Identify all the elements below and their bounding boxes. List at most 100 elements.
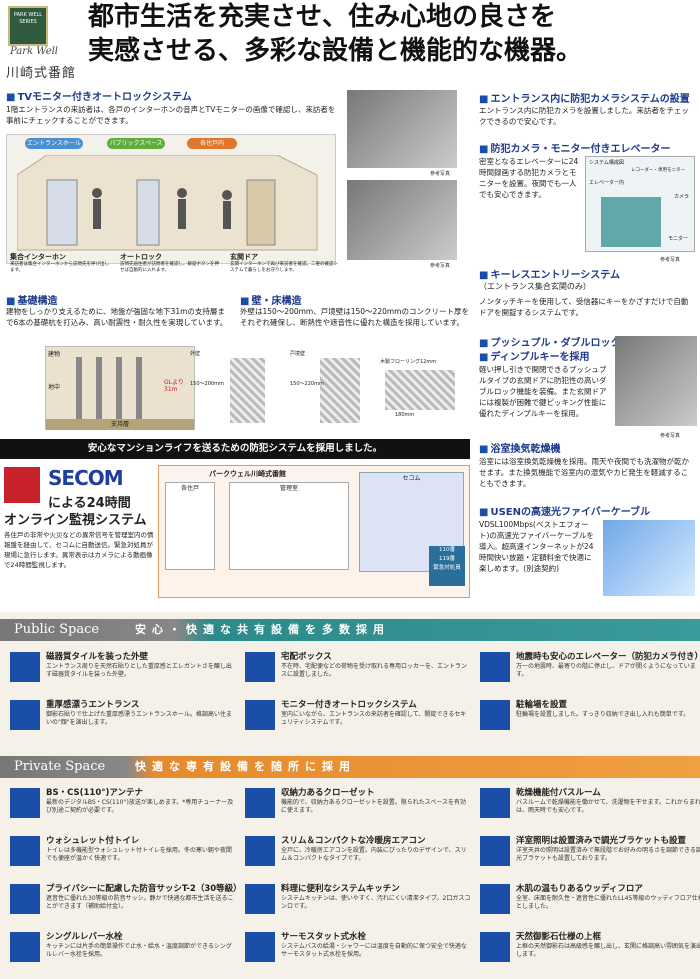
wall-label-party-thickness: 150〜220mm [290,381,324,387]
private-space-header: Private Space 快適な専有設備を随所に採用 [0,756,700,778]
private-space-jp: 快適な専有設備を随所に採用 [135,760,356,773]
public-space-jp: 安心・快適な共有設備を多数採用 [135,623,390,636]
photo-caption-1: 参考写真 [430,171,451,177]
tv-label-2: オートロック 訪問先居住者が訪問者を確認し、解錠ボタンを押せば自動的に入れます。 [120,252,220,274]
foundation-title: 基礎構造 [6,292,57,307]
wall-label-floor: 木製フローリング12mm [380,359,437,365]
private-item: プライバシーに配慮した防音サッシT-2（30等級）遮音性に優れた30等級の防音サ… [10,882,242,918]
closet-icon [245,788,275,818]
secom-diagram: パークウェル川崎式番館 各住戸 管理室 セコム 110番 119番 緊急対処員 [158,465,470,598]
private-item-title: スリム＆コンパクトな冷暖房エアコン [281,836,426,846]
keyless-text: ノンタッチキーを使用して、受信器にキーをかざすだけで自動ドアを開錠するシステムで… [479,297,689,317]
code-119: 119番 [439,556,455,562]
tv-label-1: 集合インターホン 来訪者は集合インターホンから訪問先を呼び出します。 [10,252,110,274]
bath-text: 浴室には浴室換気乾燥機を採用。雨天や夜間でも洗濯物が乾かせます。また換気機能で浴… [479,457,689,488]
private-item-desc: システムバスの給湯・シャワーには温度を自動的に保つ安全で快適なサーモスタット式水… [281,943,467,958]
facilities-panel [0,612,700,979]
bike-icon [480,700,510,730]
foundation-label-bearing: 支持層 [46,419,194,430]
foundation-text: 建物をしっかり支えるために、地盤が強固な地下31mの支持層まで6本の基礎杭を打込… [6,307,228,327]
elevator-title: 防犯カメラ・モニター付きエレベーター [479,140,670,155]
dimple-title1: プッシュプル・ダブルロックに [479,334,630,349]
private-item-desc: トイレは多機能型ウォシュレット付トイレを採用。冬の寒い朝や夜間でも便座が温かく快… [46,847,232,862]
air-con-icon [245,836,275,866]
wall-diagram: 外壁 150〜200mm 戸境壁 150〜220mm 木製フローリング12mm … [190,350,470,430]
code-110: 110番 [439,547,455,553]
tv-label-2-title: オートロック [120,253,162,261]
entrance-camera-title: エントランス内に防犯カメラシステムの設置 [479,90,689,105]
dimple-text: 軽い押し引きで開閉できるプッシュプルタイプの玄関ドアに防犯性の高いダブルロック機… [479,365,607,418]
wall-label-party: 戸境壁 [290,351,306,357]
door-photo [615,336,697,426]
secom-title1: による24時間 [48,496,131,511]
usen-text: VDSL100Mbps(ベストエフォート)の高速光ファイバーケーブルを導入。超高… [479,520,594,573]
pill-unit: 各住戸内 [187,138,237,149]
private-item-desc: システムキッチンは、使いやすく、汚れにくい清潔タイプ。2口ガスコンロです。 [281,895,471,910]
private-item-title: 収納力あるクローゼット [281,788,375,798]
private-item: サーモスタット式水栓システムバスの給湯・シャワーには温度を自動的に保つ安全で快適… [245,930,470,966]
private-item-title: BS・CS(110°)アンテナ [46,788,144,798]
elevator-photo [347,180,457,260]
dimple-caption: 参考写真 [660,433,681,439]
entrance-camera-photo [347,90,457,168]
tile-icon [10,652,40,682]
logo-line2: SERIES [19,19,37,25]
public-space-header: Public Space 安心・快適な共有設備を多数採用 [0,619,700,641]
tv-diagram: エントランスホール パブリックスペース 各住戸内 [6,134,336,264]
logo-line1: PARK WELL [13,12,43,18]
private-item-title: サーモスタット式水栓 [281,932,367,942]
tv-label-3-desc: 玄関インターホンで再び来訪者を確認。二重の確認システムで暮らしをお守りします。 [230,262,338,273]
public-item-title: 磁器質タイルを装った外壁 [46,652,149,662]
pill-public: パブリックスペース [107,138,165,149]
code-responder: 緊急対処員 [433,565,461,571]
photo-caption-2: 参考写真 [430,263,451,269]
light-icon [480,836,510,866]
party-wall [320,358,360,423]
outer-wall [230,358,265,423]
headline: 都市生活を充実させ、住み心地の良さを 実感させる、多彩な設備と機能的な機器。 [88,0,698,68]
public-item-desc: 万一の地震時、最寄りの階に停止し、ドアが開くようになっています。 [516,663,696,678]
private-item-desc: バスルームで乾燥機能を働かせて、洗濯物を干せます。これからまれは、雨天時でも安心… [516,799,700,814]
pile [116,357,122,419]
dimple-title2: ディンプルキーを採用 [479,348,589,363]
emergency-codes: 110番 119番 緊急対処員 [429,546,465,586]
usen-title: USENの高速光ファイバーケーブル [479,503,650,518]
entrance-camera-text: エントランス内に防犯カメラを設置しました。来訪者をチェックできるので安心です。 [479,106,689,126]
public-space-en: Public Space [14,622,100,637]
private-item-desc: 洋室天井の照明は設置済みで無段階でお好みの明るさを調節できる調光ブラケットも設置… [516,847,700,862]
foundation-label-depth: GLより31m [164,379,184,393]
photo-caption-3: 参考写真 [660,257,681,263]
--icon [245,884,275,914]
secom-text: 各住戸の非常や火災などの異常信号を管理室内の情報盤を経由して、セコムに自動送信。… [4,531,154,569]
foundation-diagram: 建物 地中 GLより31m 支持層 [45,346,195,430]
tv-label-1-title: 集合インターホン [10,253,66,261]
public-item: 地震時も安心のエレベーター（防犯カメラ付き）万一の地震時、最寄りの階に停止し、ド… [480,650,700,686]
wall-label-outer: 外壁 [190,351,201,357]
box-icon [245,652,275,682]
private-item: 収納力あるクローゼット機能的で、収納力あるクローゼットを設置。限られたスペースを… [245,786,470,822]
t-2-icon [10,884,40,914]
wall-label-slab: 180mm [395,412,415,418]
public-item-title: 宅配ボックス [281,652,332,662]
tv-title: TVモニター付きオートロックシステム [6,88,191,103]
private-item-title: ウォシュレット付トイレ [46,836,140,846]
secom-mark [4,467,40,503]
private-item: ウォシュレット付トイレトイレは多機能型ウォシュレット付トイレを採用。冬の寒い朝や… [10,834,235,870]
headline-line1: 都市生活を充実させ、住み心地の良さを [88,2,557,32]
elevator-diagram-monitor: モニター [668,236,689,242]
110-cs-icon [10,788,40,818]
private-item: 料理に便利なシステムキッチンシステムキッチンは、使いやすく、汚れにくい清潔タイプ… [245,882,470,918]
private-item: 洋室照明は設置済みで調光ブラケットも設置洋室天井の照明は設置済みで無段階でお好み… [480,834,700,870]
private-item: 乾燥機能付バスルームバスルームで乾燥機能を働かせて、洗濯物を干せます。これからま… [480,786,700,822]
elevator-diagram: システム構成図 エレベーター内 レコーダー・専用モニター カメラ モニター [585,156,695,252]
private-item-desc: 全戸に、冷暖房エアコンを設置。内装にぴったりのデザインで、スリム＆コンパクトなタ… [281,847,467,862]
monitor-icon [245,700,275,730]
dry-icon [480,788,510,818]
lever-icon [10,932,40,962]
private-item-desc: キッチンには片手の簡単操作で止水・給水・温度調節ができるシングルレバー水栓を採用… [46,943,232,958]
tv-label-2-desc: 訪問先居住者が訪問者を確認し、解錠ボタンを押せば自動的に入れます。 [120,262,219,273]
private-space-en: Private Space [14,759,106,774]
public-item: 磁器質タイルを装った外壁エントランス周りを天然石貼りとした重厚感とエレガントさを… [10,650,235,686]
pill-entrance: エントランスホール [25,138,83,149]
